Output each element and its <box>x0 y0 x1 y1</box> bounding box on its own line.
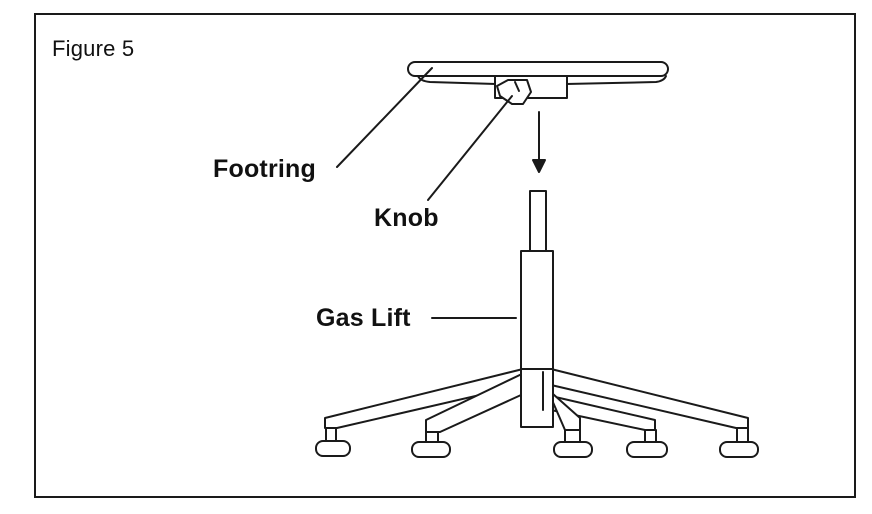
five-star-base <box>324 368 749 433</box>
down-arrow <box>532 111 546 173</box>
glide-stem-5 <box>736 427 749 443</box>
glide-stem-2 <box>425 431 439 443</box>
base-glides <box>315 427 759 458</box>
knob-label: Knob <box>374 204 439 232</box>
glide-1 <box>315 440 351 457</box>
footring-assembly <box>407 61 669 105</box>
glide-stem-1 <box>325 427 337 442</box>
figure-title: Figure 5 <box>52 36 135 61</box>
footring-label: Footring <box>213 155 316 183</box>
glide-2 <box>411 441 451 458</box>
gas-lift-body <box>520 250 554 370</box>
down-arrow-head <box>532 159 546 173</box>
gas-lift-piston <box>529 190 547 252</box>
glide-4 <box>626 441 668 458</box>
glide-stem-4 <box>644 429 657 443</box>
footring-ring <box>407 61 669 77</box>
leader-lines <box>336 67 517 319</box>
glide-stem-3 <box>564 429 581 443</box>
figure-frame <box>34 13 856 498</box>
knob-shape <box>496 79 532 105</box>
base-hub <box>520 368 554 428</box>
gas-lift-cylinder <box>520 190 554 370</box>
knob-detail <box>514 81 520 92</box>
gas-lift-label: Gas Lift <box>316 304 411 332</box>
glide-5 <box>719 441 759 458</box>
footring-leader-line <box>336 67 433 168</box>
glide-3 <box>553 441 593 458</box>
footring-underside <box>417 75 667 85</box>
knob-leader-line <box>427 95 513 201</box>
